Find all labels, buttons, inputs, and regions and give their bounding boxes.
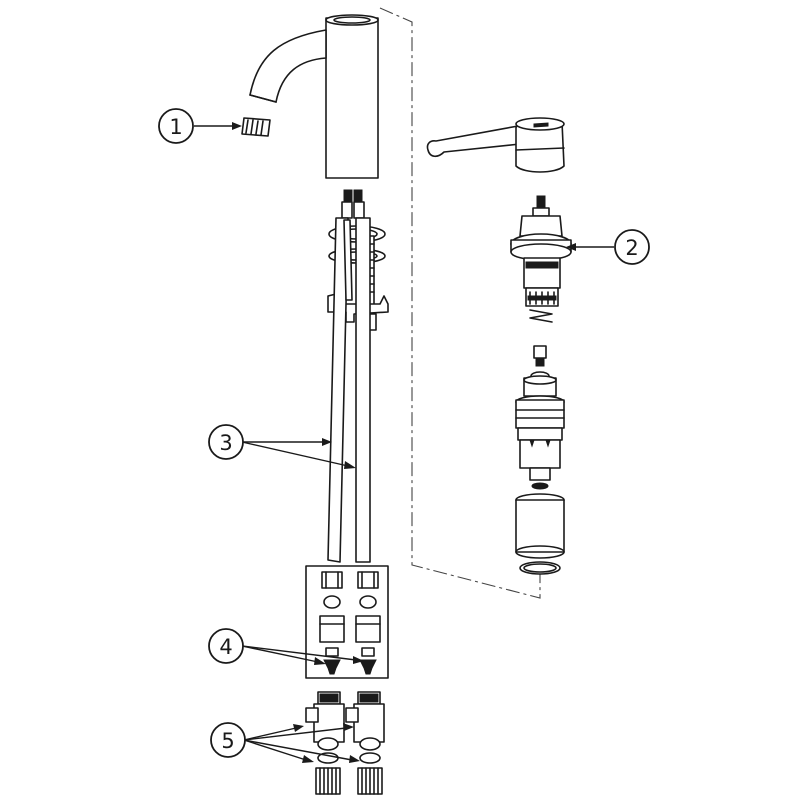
callout-3-label: 3 (219, 431, 232, 455)
leader-lines (194, 122, 614, 763)
faucet-body (249, 14, 379, 179)
fittings-kit-frame (305, 565, 389, 679)
callout-4: 4 (208, 628, 244, 664)
callout-2-label: 2 (625, 236, 638, 260)
callout-2: 2 (614, 229, 650, 265)
lever-handle (426, 117, 565, 173)
sleeve-part (515, 493, 565, 575)
aerator-part (241, 117, 271, 137)
assembly-guide-line (379, 7, 541, 599)
screw-part (530, 345, 550, 381)
callout-5-label: 5 (221, 729, 234, 753)
thermostat-assembly (515, 375, 565, 490)
callout-3: 3 (208, 424, 244, 460)
shutoff-valves (305, 691, 385, 795)
callout-5: 5 (210, 722, 246, 758)
cartridge-part (510, 195, 572, 323)
fittings-kit (305, 565, 389, 679)
callout-4-label: 4 (219, 635, 232, 659)
callout-1-label: 1 (169, 115, 182, 139)
flexible-hoses (327, 217, 371, 563)
callout-1: 1 (158, 108, 194, 144)
